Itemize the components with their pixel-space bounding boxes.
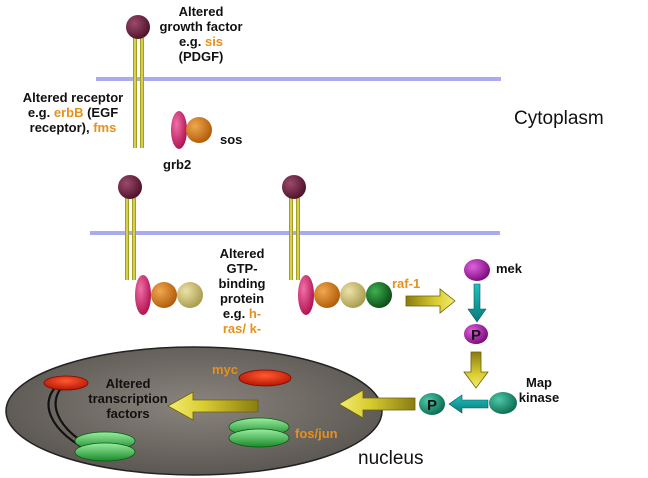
- receptor-right: [282, 175, 392, 315]
- grb2-protein: [171, 111, 187, 149]
- arrow-p-to-map: [463, 351, 489, 389]
- receptor-top: [126, 15, 150, 148]
- map-kinase-label: Map kinase: [518, 375, 560, 405]
- raf-1-protein: [366, 282, 392, 308]
- nucleus-label: nucleus: [358, 448, 424, 469]
- membrane-top: [96, 77, 501, 81]
- sos-protein: [186, 117, 212, 143]
- arrow-to-transcription: [167, 391, 259, 421]
- sos-label: sos: [220, 132, 243, 147]
- myc-label: myc: [212, 362, 239, 377]
- arrow-into-nucleus: [338, 389, 416, 419]
- transcription-factor-red: [43, 375, 89, 391]
- phospho-map: [419, 393, 445, 415]
- arrow-raf-to-mek: [405, 288, 456, 314]
- transcription-factor-green-bottom: [74, 442, 136, 462]
- transcription-factors-label: Altered transcription factors: [88, 376, 168, 421]
- mek-label: mek: [496, 261, 523, 276]
- receptor-left: [118, 175, 203, 315]
- grb2-label: grb2: [163, 157, 192, 172]
- arrow-map-to-p: [448, 394, 489, 414]
- phospho-mek: [464, 324, 488, 344]
- gtp-binding-label: Altered GTP- binding protein e.g. h- ras…: [218, 246, 266, 336]
- receptor-label: Altered receptor e.g. erbB (EGF receptor…: [22, 90, 124, 135]
- myc-protein: [238, 369, 292, 387]
- growth-factor-label: Altered growth factor e.g. sis (PDGF): [159, 4, 243, 64]
- arrow-mek-to-p: [467, 283, 487, 323]
- phospho-map-label: P: [427, 397, 437, 414]
- cytoplasm-label: Cytoplasm: [514, 108, 604, 129]
- fos-jun-protein-bottom: [228, 428, 290, 448]
- phospho-mek-label: P: [471, 327, 481, 344]
- growth-factor-ligand: [126, 15, 150, 39]
- mek-protein: [464, 259, 490, 281]
- map-kinase-protein: [489, 392, 517, 414]
- membrane-bottom: [90, 231, 500, 235]
- fos-jun-label: fos/jun: [295, 426, 338, 441]
- raf-1-label: raf-1: [392, 276, 421, 291]
